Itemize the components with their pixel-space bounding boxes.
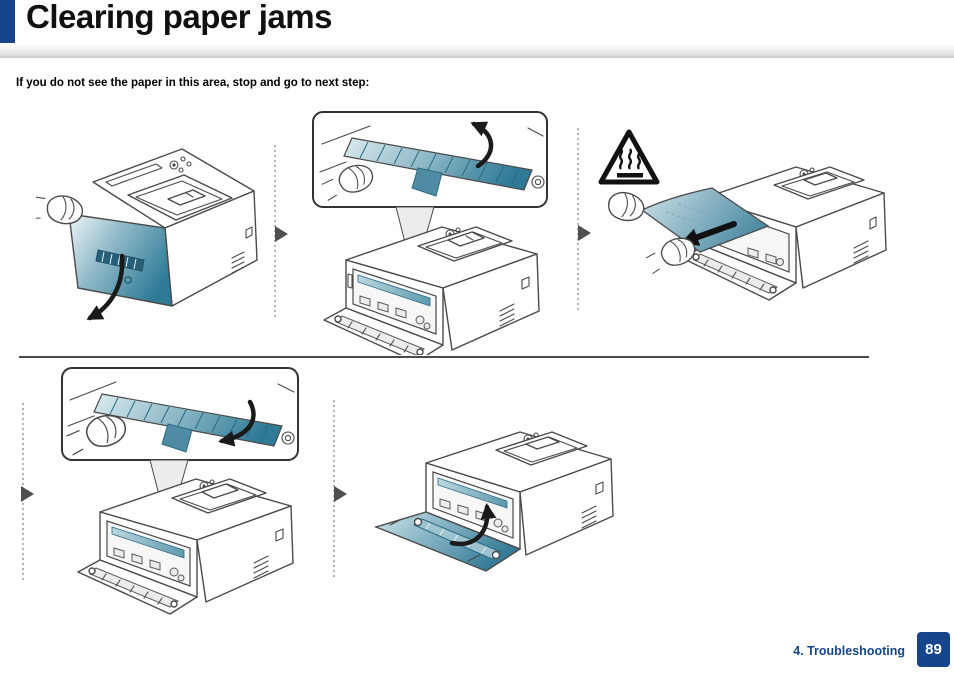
hand-glove-icon (645, 237, 696, 275)
next-step-arrow-icon (21, 486, 34, 502)
printer-drawing (77, 478, 294, 615)
step-divider-dashed (577, 128, 579, 310)
printer-drawing (323, 226, 540, 355)
step-3-remove-jammed-paper-figure (608, 166, 887, 301)
step-2-lift-jam-cover-callout-figure (312, 111, 548, 355)
hot-surface-warning-icon (598, 129, 660, 185)
hand-glove-icon (321, 164, 374, 201)
hand-glove-icon (36, 195, 84, 225)
section-separator-line (19, 356, 869, 358)
jam-cover-flap (343, 137, 533, 191)
step-1-open-front-cover-figure (36, 148, 258, 321)
printer-drawing (373, 431, 614, 572)
step-5-close-rear-cover-figure (373, 431, 614, 572)
jammed-paper-sheet (640, 187, 770, 253)
next-step-arrow-icon (334, 486, 347, 502)
hand-glove-icon (608, 192, 645, 222)
header-divider (0, 43, 954, 58)
lift-direction-arrow (470, 121, 494, 169)
pull-direction-arrow (680, 221, 737, 246)
page-title: Clearing paper jams (26, 0, 332, 35)
footer-section-label: 4. Troubleshooting (793, 644, 905, 658)
header-accent-square (0, 0, 15, 50)
rear-door-open (77, 559, 198, 615)
jam-cover-callout (61, 367, 299, 461)
next-step-arrow-icon (578, 225, 591, 241)
page-number-badge: 89 (917, 632, 950, 667)
rear-door-open (323, 307, 444, 355)
instruction-text: If you do not see the paper in this area… (16, 77, 370, 89)
hand-glove-icon (66, 414, 127, 456)
jam-cover-callout (312, 111, 548, 208)
open-direction-arrow (86, 253, 125, 321)
close-direction-arrow (449, 503, 497, 547)
next-step-arrow-icon (275, 226, 288, 242)
control-panel-icon (169, 156, 192, 173)
printer-drawing (68, 148, 258, 307)
step-4-close-jam-cover-callout-figure (61, 367, 299, 615)
close-direction-arrow (218, 399, 256, 447)
